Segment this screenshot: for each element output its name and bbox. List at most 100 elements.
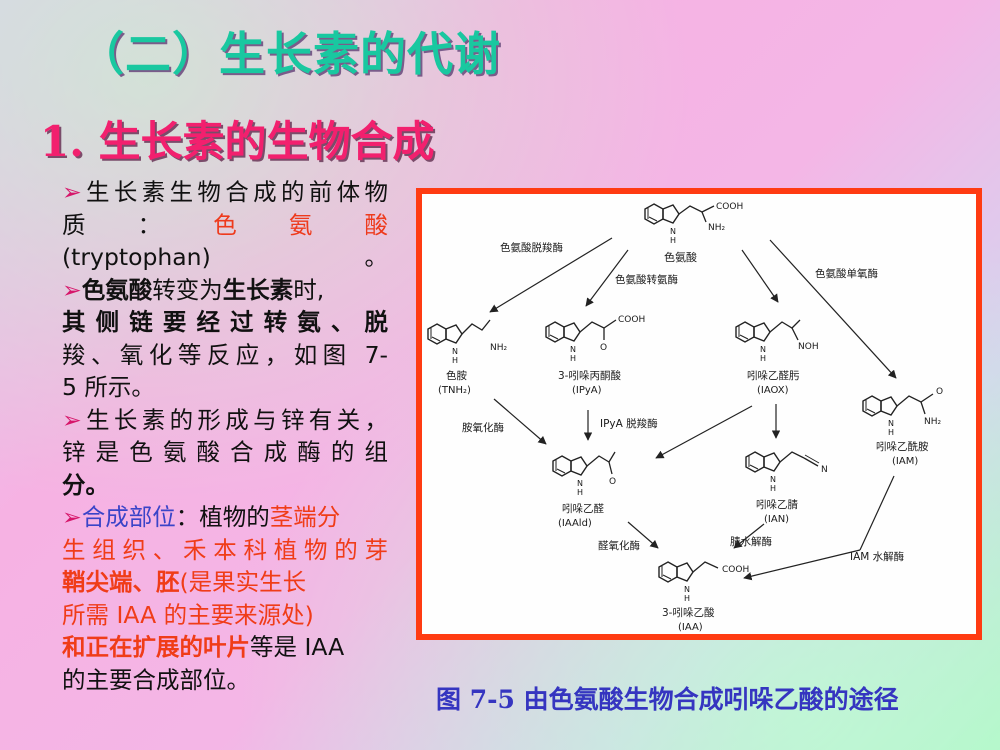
o-label: O: [936, 387, 943, 397]
nh2-label: NH₂: [490, 343, 508, 353]
n-label: N: [684, 585, 690, 594]
bullet-arrow-icon: ➢: [62, 178, 82, 206]
bullet-highlight: (是果实生长: [179, 568, 307, 596]
bullet-1-line-1: ➢生长素生物合成的前体物: [62, 176, 388, 209]
figure-caption: 图 7-5 由色氨酸生物合成吲哚乙酸的途径: [436, 685, 899, 714]
bullet-2-line-3: 羧、氧化等反应，如图 7-: [62, 339, 388, 372]
cooh-label: COOH: [618, 315, 645, 325]
arrow-iaald-to-iaa: [627, 521, 659, 549]
arrow-trp-to-iam: [769, 239, 897, 379]
enzyme-amine-oxidase: 胺氧化酶: [462, 421, 504, 434]
bullet-arrow-icon: ➢: [62, 503, 82, 531]
h-label: H: [670, 236, 676, 245]
tryptophan-highlight: 色氨酸: [213, 210, 388, 239]
n-label: N: [760, 345, 766, 354]
bullet-1-line-3: (tryptophan)。: [62, 241, 388, 274]
bullet-highlight: 生组织、禾本科植物的芽: [62, 535, 388, 564]
enzyme-trp-monooxygenase: 色氨酸单氧酶: [815, 267, 878, 280]
bullet-2-line-1: ➢色氨酸转变为生长素时,: [62, 274, 388, 307]
bullet-highlight: 所需 IAA 的主要来源处): [62, 600, 314, 629]
bullet-text: (tryptophan)。: [62, 243, 388, 271]
iaa-structure: COOH N H 3-吲哚乙酸 (IAA): [658, 561, 749, 633]
enzyme-iam-hydrolase: IAM 水解酶: [850, 550, 905, 563]
tryptamine-label: 色胺: [446, 369, 467, 382]
bullet-text: 分。: [62, 470, 109, 499]
n-label: N: [577, 479, 583, 488]
bullet-text: ：植物的: [175, 503, 270, 531]
cooh-label: COOH: [722, 565, 749, 575]
tryptamine-abbr: (TNH₂): [438, 385, 471, 396]
bullet-3-line-1: ➢生长素的形成与锌有关，: [62, 404, 388, 437]
nh2-label: NH₂: [924, 417, 942, 427]
iam-label: 吲哚乙酰胺: [876, 440, 929, 453]
n-label: N: [670, 227, 676, 236]
bullet-text: 的主要合成部位。: [62, 665, 250, 694]
bullet-text: 转变为: [152, 275, 223, 304]
bullet-4-line-3: 鞘尖端、胚(是果实生长: [62, 566, 388, 599]
bullet-text: 生长素的形成与锌有关，: [81, 405, 388, 434]
synthesis-site-label: 合成部位: [81, 503, 176, 531]
enzyme-trp-decarboxylase: 色氨酸脱羧酶: [500, 241, 563, 254]
ipya-label: 3-吲哚丙酮酸: [558, 369, 621, 382]
iam-abbr: (IAM): [892, 456, 918, 467]
nh2-label: NH₂: [708, 223, 726, 233]
bullet-arrow-icon: ➢: [62, 275, 82, 304]
bullet-text: 5 所示。: [62, 373, 155, 401]
bullet-2-line-2: 其侧链要经过转氨、脱: [62, 306, 388, 339]
iaald-structure: O N H 吲哚乙醛 (IAAld): [552, 451, 616, 529]
tryptamine-structure: NH₂ N H 色胺 (TNH₂): [427, 319, 508, 396]
arrow-iaox-to-iaald: [655, 405, 753, 459]
arrow-tnh2-to-iaald: [493, 398, 547, 445]
pathway-figure: COOH NH₂ N H 色氨酸 色氨酸脱羧酶 色氨酸转氨酶 色氨酸单氧酶 NH…: [416, 188, 982, 640]
n-label: N: [770, 475, 776, 484]
bullet-text: 质：: [62, 210, 214, 239]
h-label: H: [570, 354, 576, 363]
iaa-label: 3-吲哚乙酸: [662, 606, 715, 619]
ipya-structure: COOH O N H 3-吲哚丙酮酸 (IPyA): [545, 315, 645, 396]
bullet-4-line-6: 的主要合成部位。: [62, 664, 388, 697]
bullet-3-line-2: 锌是色氨酸合成酶的组: [62, 436, 388, 469]
bullet-highlight: 生长素: [222, 275, 294, 304]
n-label: N: [452, 347, 458, 356]
arrow-iam-to-iaa: [743, 549, 861, 581]
bullet-highlight: 色氨酸: [81, 275, 153, 304]
bullet-text: 时,: [293, 275, 325, 304]
bullet-3-line-3: 分。: [62, 469, 388, 502]
bullet-arrow-icon: ➢: [62, 405, 82, 434]
ian-label: 吲哚乙腈: [756, 498, 798, 511]
n-label: N: [570, 345, 576, 354]
iaox-abbr: (IAOX): [757, 385, 789, 396]
enzyme-aldehyde-oxidase: 醛氧化酶: [598, 539, 640, 552]
bullet-4-line-1: ➢合成部位：植物的茎端分: [62, 501, 388, 534]
arrow-trp-to-iaox: [741, 249, 779, 303]
enzyme-ipya-decarboxylase: IPyA 脱羧酶: [600, 417, 658, 430]
bullet-text: 其侧链要经过转氨、脱: [62, 308, 388, 336]
ipya-abbr: (IPyA): [572, 385, 602, 396]
h-label: H: [888, 428, 894, 437]
h-label: H: [760, 354, 766, 363]
arrow-trp-to-ipya: [585, 249, 629, 307]
bullet-text: 等是 IAA: [250, 633, 345, 661]
h-label: H: [770, 484, 776, 493]
o-label: O: [609, 477, 616, 487]
bullet-text: 生长素生物合成的前体物: [81, 178, 388, 206]
ian-structure: N N H 吲哚乙腈 (IAN): [745, 451, 828, 525]
bullet-4-line-5: 和正在扩展的叶片等是 IAA: [62, 631, 388, 664]
bullet-text: 锌是色氨酸合成酶的组: [62, 438, 388, 466]
n-label: N: [888, 419, 894, 428]
ian-abbr: (IAN): [764, 514, 789, 525]
arrow-ian-to-iaa: [733, 523, 765, 549]
iam-structure: O NH₂ N H 吲哚乙酰胺 (IAM): [862, 387, 943, 467]
tryptophan-label: 色氨酸: [664, 250, 697, 264]
iaox-label: 吲哚乙醛肟: [747, 369, 800, 382]
tryptophan-structure: COOH NH₂ N H 色氨酸: [644, 202, 743, 264]
h-label: H: [452, 356, 458, 365]
bullet-4-line-4: 所需 IAA 的主要来源处): [62, 599, 388, 632]
enzyme-trp-transaminase: 色氨酸转氨酶: [615, 273, 678, 286]
o-label: O: [600, 343, 607, 353]
iaox-structure: NOH N H 吲哚乙醛肟 (IAOX): [735, 319, 819, 396]
iaald-label: 吲哚乙醛: [562, 502, 604, 515]
bullet-highlight: 茎端分: [269, 503, 341, 531]
nitrile-n-label: N: [821, 465, 828, 475]
h-label: H: [577, 488, 583, 497]
